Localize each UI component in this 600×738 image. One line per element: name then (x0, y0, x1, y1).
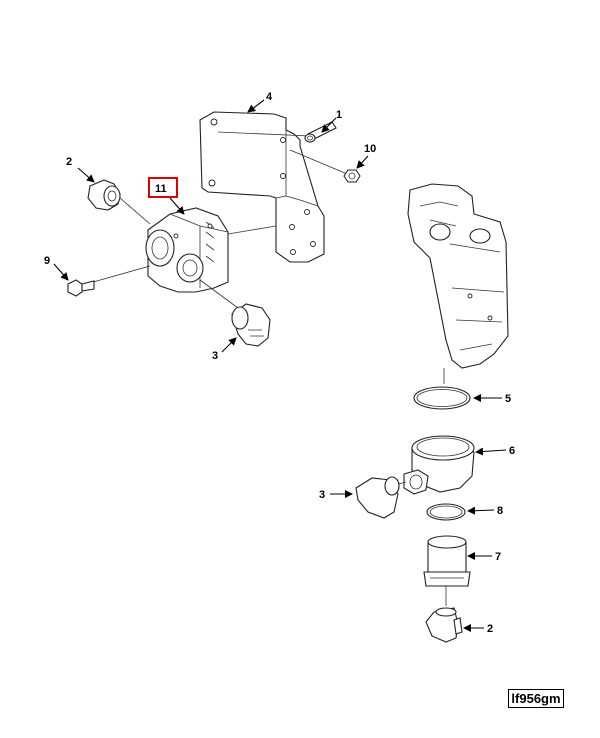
callout-6: 6 (509, 445, 515, 457)
filter-head (145, 207, 277, 309)
o-ring-small (426, 503, 466, 521)
callout-3-top: 3 (212, 350, 218, 362)
callout-1: 1 (336, 109, 342, 121)
reference-code-label: lf956gm (508, 689, 564, 708)
callout-2-top: 2 (66, 156, 72, 168)
bolt (304, 121, 337, 143)
elbow-fitting-bottom (425, 607, 463, 643)
filter-bowl (403, 435, 475, 495)
mounting-bracket (199, 111, 325, 263)
callout-8: 8 (497, 505, 503, 517)
callout-9: 9 (44, 255, 50, 267)
elbow-bottom (355, 476, 407, 519)
highlight-box (148, 177, 178, 198)
nut (289, 149, 361, 183)
callout-2-bottom: 2 (487, 623, 493, 635)
adapter-nipple (423, 535, 471, 606)
callout-7: 7 (495, 551, 501, 563)
callout-group: 4 1 10 2 11 9 3 5 6 3 8 7 2 (44, 91, 515, 635)
callout-5: 5 (505, 393, 511, 405)
callout-10: 10 (364, 143, 376, 155)
filter-element (407, 183, 509, 384)
o-ring-large (413, 386, 471, 410)
elbow-top (231, 303, 271, 347)
screw (67, 265, 151, 297)
callout-4: 4 (266, 91, 273, 103)
callout-3-bottom: 3 (319, 489, 325, 501)
callout-11: 11 (155, 183, 167, 195)
elbow-fitting-top (87, 179, 151, 225)
